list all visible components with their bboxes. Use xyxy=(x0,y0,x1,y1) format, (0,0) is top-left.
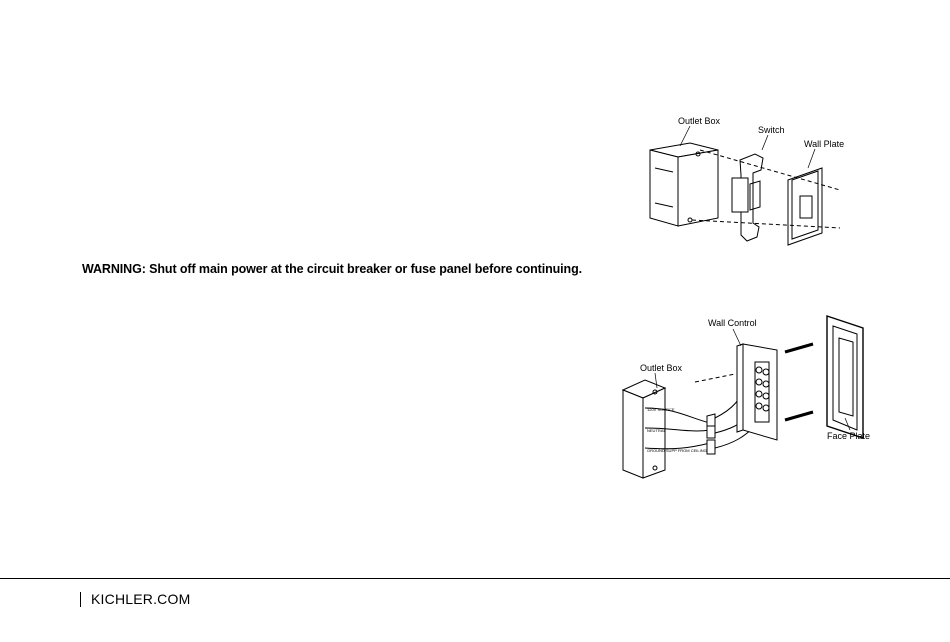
footer-bar xyxy=(80,592,81,607)
label-outlet-box: Outlet Box xyxy=(640,363,683,373)
label-outlet-box: Outlet Box xyxy=(678,116,721,126)
wall-control-installation-diagram: 120V SOURCE NEUTRAL GROUND SUPP FROM CEI… xyxy=(615,308,885,488)
warning-text: WARNING: Shut off main power at the circ… xyxy=(82,262,582,276)
switch-removal-diagram: Outlet Box Switch Wall Plate xyxy=(640,108,850,258)
label-wall-plate: Wall Plate xyxy=(804,139,844,149)
wire-label-source: 120V SOURCE xyxy=(647,407,675,412)
footer-website: KICHLER.COM xyxy=(91,591,190,607)
wire-label-ground: GROUND SUPP FROM CEILING xyxy=(647,448,707,453)
wire-label-neutral: NEUTRAL xyxy=(647,428,666,433)
label-switch: Switch xyxy=(758,125,785,135)
label-face-plate: Face Plate xyxy=(827,431,870,441)
label-wall-control: Wall Control xyxy=(708,318,757,328)
footer-divider xyxy=(0,578,950,579)
